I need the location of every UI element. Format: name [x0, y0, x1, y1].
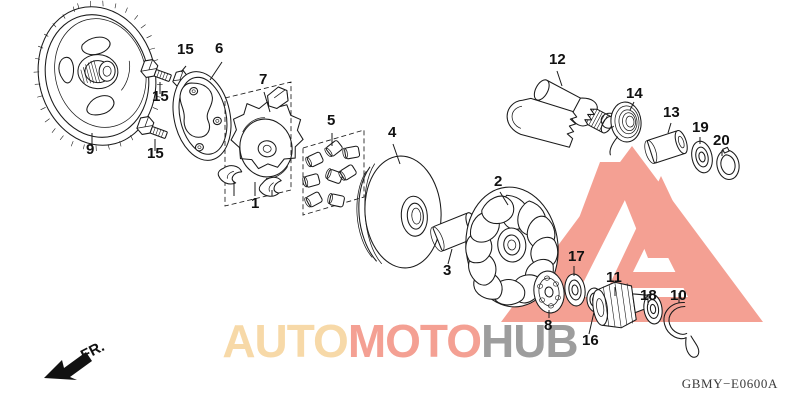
watermark-text-moto: MOTO: [347, 315, 482, 367]
callout-20[interactable]: 20: [713, 132, 730, 149]
callout-5[interactable]: 5: [327, 112, 336, 129]
part-kick-starter-return-clip: [663, 293, 700, 358]
callout-16[interactable]: 16: [582, 332, 599, 349]
callout-6[interactable]: 6: [215, 40, 224, 57]
callout-7[interactable]: 7: [259, 71, 268, 88]
part-drive-face-slide-piece-set: [217, 81, 292, 207]
callout-8[interactable]: 8: [544, 317, 553, 334]
callout-9[interactable]: 9: [86, 141, 95, 158]
callout-11[interactable]: 11: [606, 269, 622, 286]
part-starter-driven-ratchet-gear: [230, 91, 304, 179]
part-flange-bolt-b: [136, 116, 168, 151]
callout-15-c[interactable]: 15: [147, 145, 164, 162]
callout-15-b[interactable]: 15: [152, 88, 169, 105]
callout-15-a[interactable]: 15: [177, 41, 194, 58]
part-friction-washer: [564, 266, 586, 307]
callout-18[interactable]: 17: [568, 248, 585, 265]
part-plain-washer: [643, 293, 663, 325]
watermark-text-hub: HUB: [480, 315, 579, 367]
callout-10[interactable]: 10: [670, 287, 687, 304]
callout-1[interactable]: 1: [251, 195, 260, 212]
part-flange-bolt-a: [140, 59, 172, 94]
callout-13[interactable]: 13: [663, 104, 680, 121]
callout-4[interactable]: 4: [388, 124, 397, 141]
callout-2[interactable]: 2: [494, 173, 503, 190]
callout-3[interactable]: 3: [443, 262, 452, 279]
part-cooling-fan: [465, 186, 559, 308]
part-kick-starter-return-spring: [600, 101, 642, 156]
watermark-text-auto: AUTO: [222, 315, 348, 367]
part-flywheel-ring-gear: [33, 0, 163, 152]
front-direction-arrow-icon: [44, 352, 92, 380]
part-movable-drive-face: [356, 143, 442, 269]
part-spindle-collar: [644, 122, 688, 164]
part-weight-roller-set: [302, 129, 365, 216]
part-sealing-washer: [691, 137, 713, 174]
part-circlip: [716, 146, 740, 180]
diagram-code: GBMY−E0600A: [681, 376, 778, 391]
callout-14[interactable]: 14: [626, 85, 643, 102]
callout-17[interactable]: 18: [640, 287, 657, 304]
callout-19[interactable]: 19: [692, 119, 709, 136]
part-starter-clutch-cover-plate: [172, 61, 232, 161]
callout-12[interactable]: 12: [549, 51, 566, 68]
watermark-text: AUTOMOTOHUB: [0, 316, 800, 366]
part-kick-starter-ratchet-plate: [533, 270, 565, 318]
part-kick-starter-spindle: [506, 70, 614, 148]
